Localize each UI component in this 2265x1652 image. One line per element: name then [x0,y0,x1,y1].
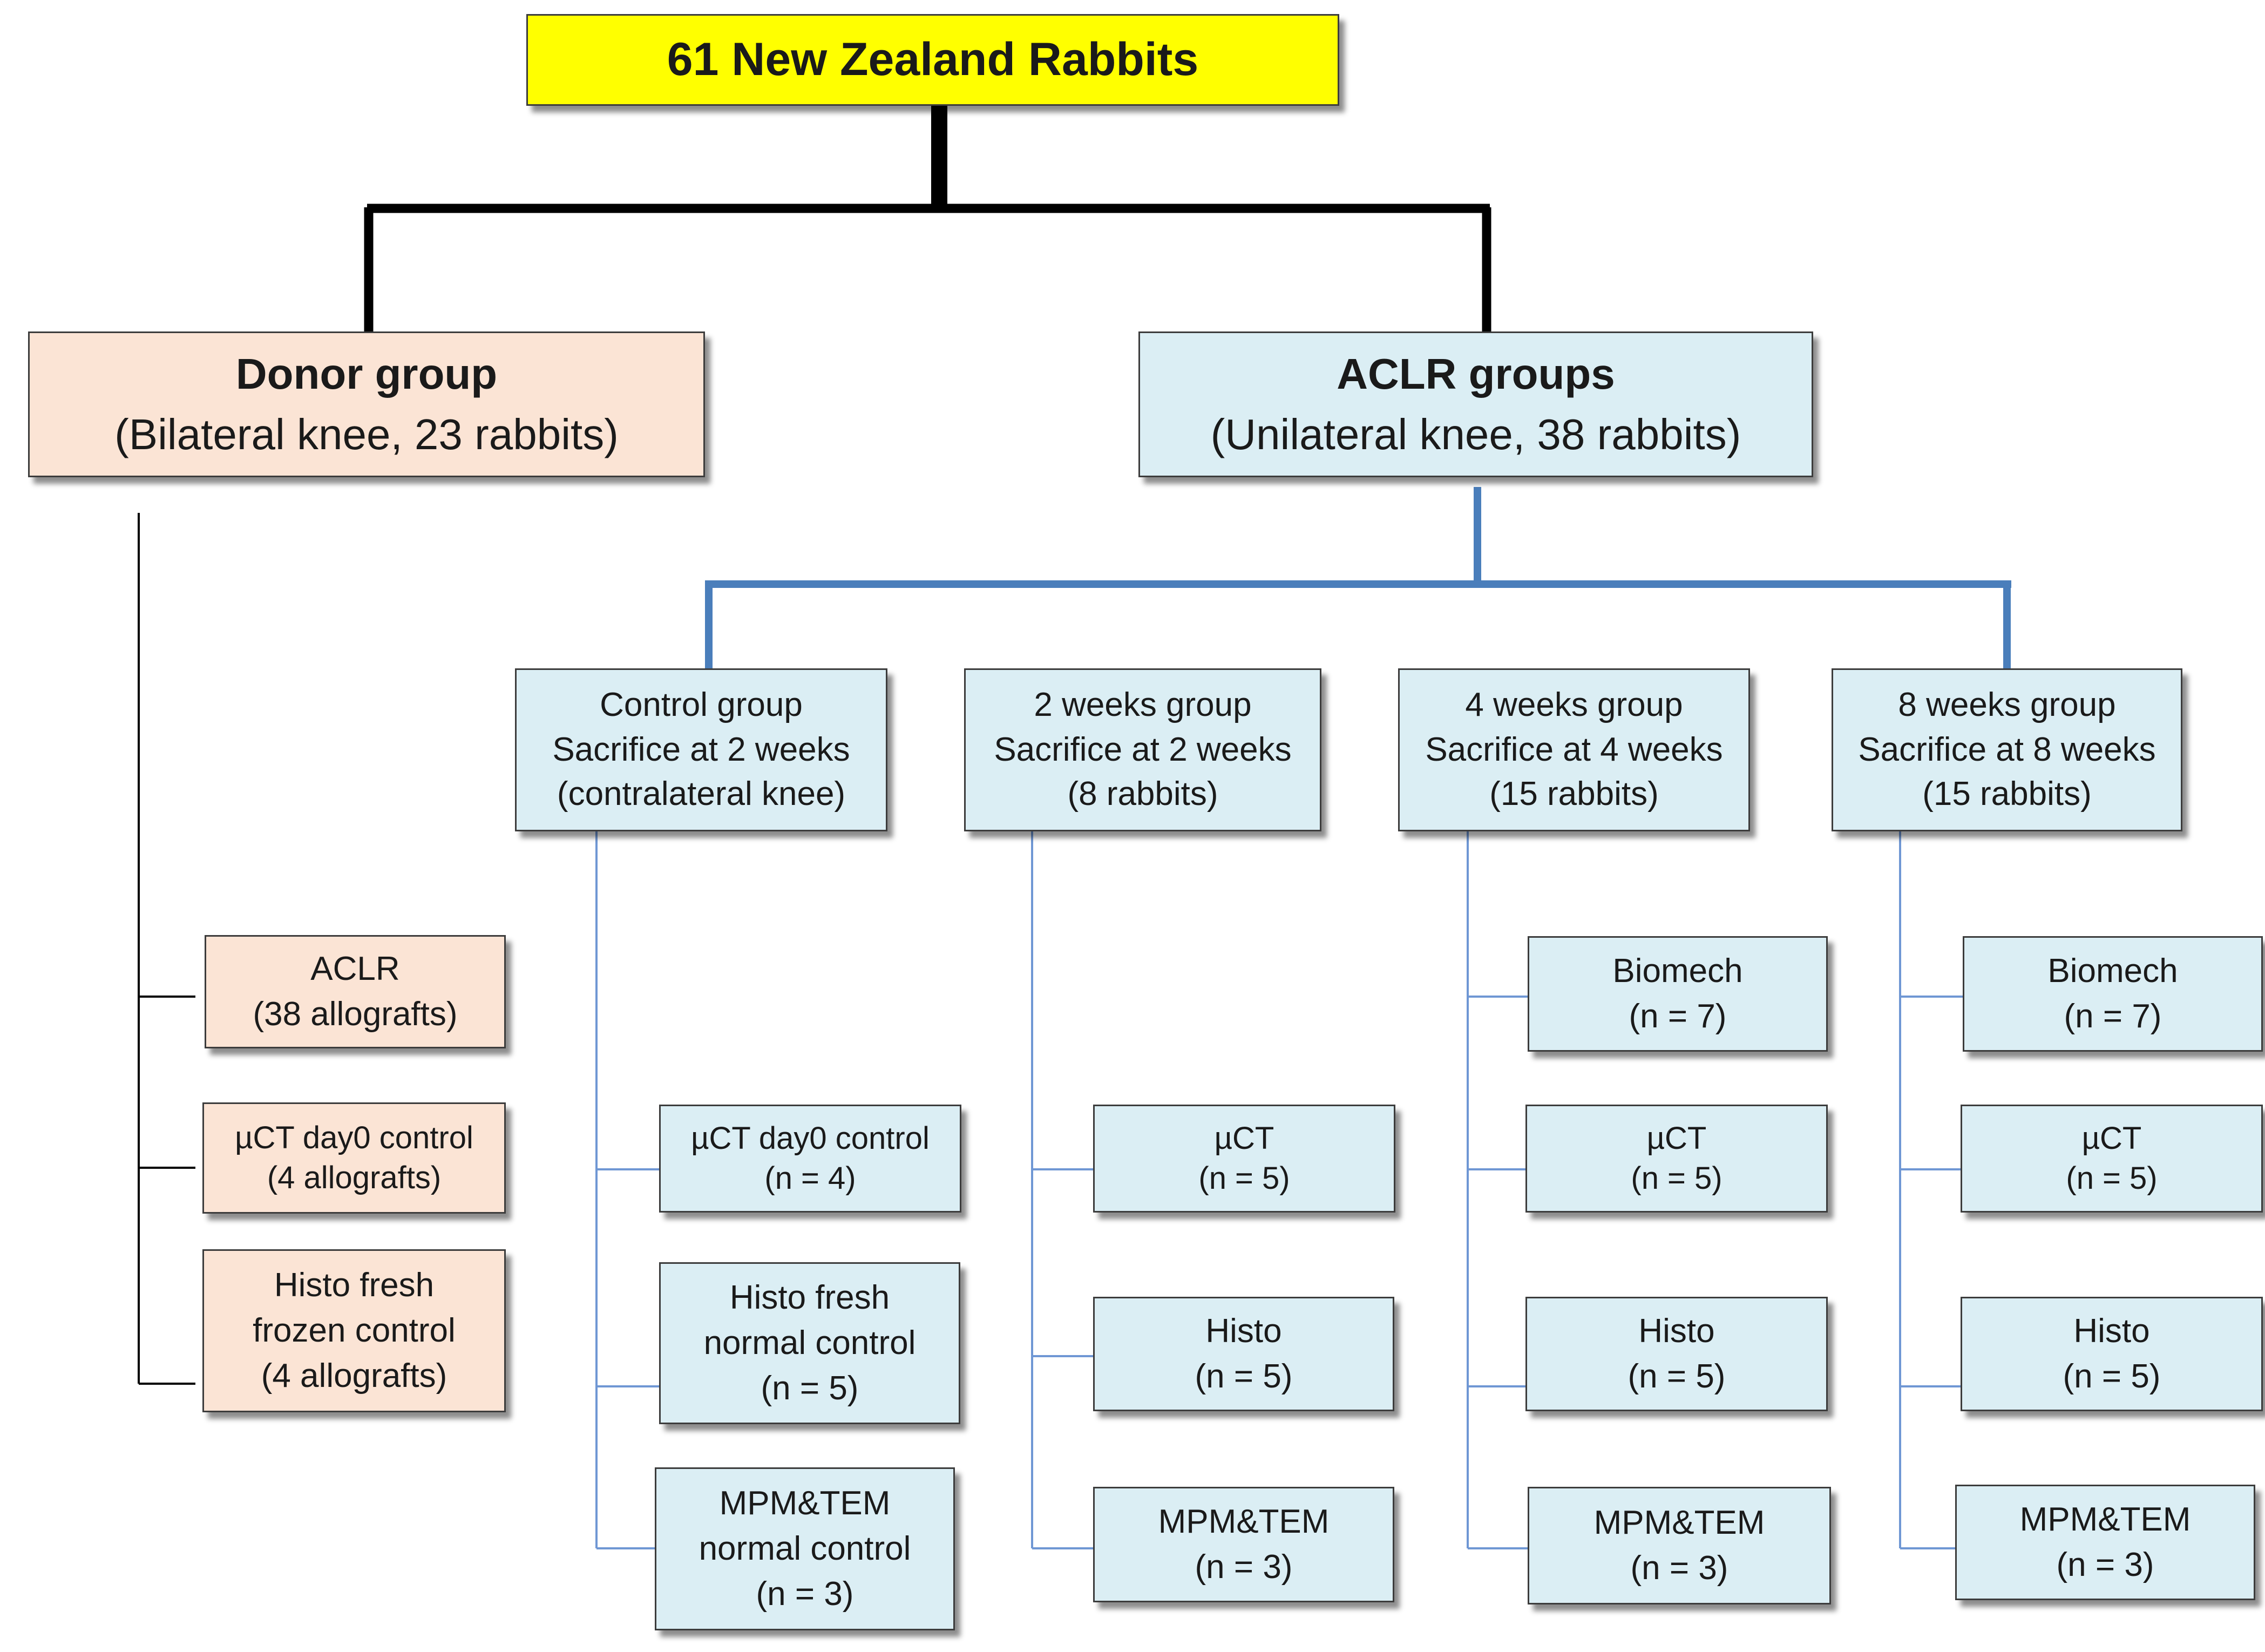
item-line: Histo fresh [729,1279,890,1317]
group-line: (15 rabbits) [1922,775,2092,813]
item-line: Biomech [2047,952,2178,990]
item-line: Histo [1638,1312,1715,1350]
donor-item-aclr: ACLR (38 allografts) [205,935,506,1048]
week4-item-histo: Histo (n = 5) [1525,1297,1828,1411]
item-line: Biomech [1612,952,1743,990]
donor-item-line: Histo fresh [274,1267,435,1304]
week8-item-uct: µCT (n = 5) [1961,1105,2263,1213]
donor-item-histo-fresh: Histo fresh frozen control (4 allografts… [202,1249,506,1412]
group-line: (contralateral knee) [557,775,846,813]
group-line: 2 weeks group [1034,686,1252,724]
aclr-groups-box: ACLR groups (Unilateral knee, 38 rabbits… [1138,331,1813,477]
week8-item-mpm-tem: MPM&TEM (n = 3) [1955,1485,2255,1600]
group-line: Sacrifice at 8 weeks [1858,730,2156,768]
group-control: Control group Sacrifice at 2 weeks (cont… [515,668,887,831]
item-line: MPM&TEM [719,1485,891,1522]
item-line: (n = 7) [2064,998,2162,1035]
group-line: Sacrifice at 4 weeks [1425,730,1723,768]
root-box: 61 New Zealand Rabbits [526,14,1339,106]
item-line: normal control [699,1530,911,1568]
week2-bracket-connector [1031,831,1093,1549]
week2-item-mpm-tem: MPM&TEM (n = 3) [1093,1487,1394,1602]
donor-item-line: ACLR [310,950,400,988]
item-line: µCT [1214,1120,1274,1156]
item-line: normal control [703,1324,916,1362]
donor-group-subtitle: (Bilateral knee, 23 rabbits) [114,410,619,458]
donor-bracket-connector [138,513,195,1385]
item-line: (n = 5) [2063,1358,2161,1395]
group-line: Sacrifice at 2 weeks [994,730,1292,768]
donor-item-line: frozen control [253,1312,456,1350]
aclr-branch-connector [705,487,2011,669]
item-line: (n = 4) [764,1161,856,1196]
control-item-histo-fresh: Histo fresh normal control (n = 5) [659,1262,960,1424]
group-8-weeks: 8 weeks group Sacrifice at 8 weeks (15 r… [1832,668,2182,831]
item-line: (n = 3) [756,1575,854,1613]
week4-item-uct: µCT (n = 5) [1525,1105,1828,1213]
item-line: (n = 3) [2056,1546,2154,1583]
donor-group-title: Donor group [235,350,498,398]
week4-item-biomech: Biomech (n = 7) [1528,936,1828,1052]
item-line: (n = 5) [761,1369,859,1407]
week8-item-biomech: Biomech (n = 7) [1963,936,2263,1052]
donor-item-line: (4 allografts) [267,1160,442,1195]
group-4-weeks: 4 weeks group Sacrifice at 4 weeks (15 r… [1398,668,1750,831]
item-line: (n = 5) [1631,1161,1723,1196]
donor-item-line: µCT day0 control [235,1120,473,1155]
donor-item-line: (38 allografts) [253,996,458,1033]
donor-group-box: Donor group (Bilateral knee, 23 rabbits) [28,331,705,477]
item-line: (n = 5) [1198,1161,1290,1196]
aclr-groups-subtitle: (Unilateral knee, 38 rabbits) [1210,410,1741,458]
donor-item-line: (4 allografts) [261,1357,447,1394]
item-line: Histo [1205,1312,1282,1350]
week2-item-uct: µCT (n = 5) [1093,1105,1395,1213]
item-line: µCT [2081,1120,2142,1156]
group-2-weeks: 2 weeks group Sacrifice at 2 weeks (8 ra… [964,668,1321,831]
aclr-groups-title: ACLR groups [1337,350,1615,398]
group-line: (8 rabbits) [1067,775,1218,813]
control-item-mpm-tem: MPM&TEM normal control (n = 3) [655,1467,955,1630]
week8-item-histo: Histo (n = 5) [1961,1297,2263,1411]
group-line: Control group [600,686,803,724]
week4-bracket-connector [1467,831,1529,1549]
item-line: MPM&TEM [2019,1501,2191,1539]
item-line: (n = 3) [1195,1548,1293,1586]
week8-bracket-connector [1899,831,1963,1549]
item-line: (n = 5) [1195,1358,1293,1395]
item-line: µCT [1646,1120,1707,1156]
item-line: Histo [2073,1312,2150,1350]
week2-item-histo: Histo (n = 5) [1093,1297,1394,1411]
week4-item-mpm-tem: MPM&TEM (n = 3) [1528,1487,1831,1604]
group-line: 4 weeks group [1465,686,1683,724]
donor-item-uct-day0: µCT day0 control (4 allografts) [202,1102,506,1214]
root-label: 61 New Zealand Rabbits [667,33,1199,86]
item-line: (n = 5) [1627,1358,1726,1395]
item-line: MPM&TEM [1593,1504,1765,1542]
item-line: µCT day0 control [691,1120,930,1156]
group-line: 8 weeks group [1898,686,2116,724]
control-bracket-connector [595,831,659,1549]
item-line: (n = 5) [2066,1161,2158,1196]
group-line: (15 rabbits) [1489,775,1659,813]
group-line: Sacrifice at 2 weeks [552,730,850,768]
item-line: MPM&TEM [1158,1503,1330,1541]
control-item-uct-day0: µCT day0 control (n = 4) [659,1105,961,1213]
item-line: (n = 7) [1629,998,1727,1035]
item-line: (n = 3) [1630,1549,1728,1587]
